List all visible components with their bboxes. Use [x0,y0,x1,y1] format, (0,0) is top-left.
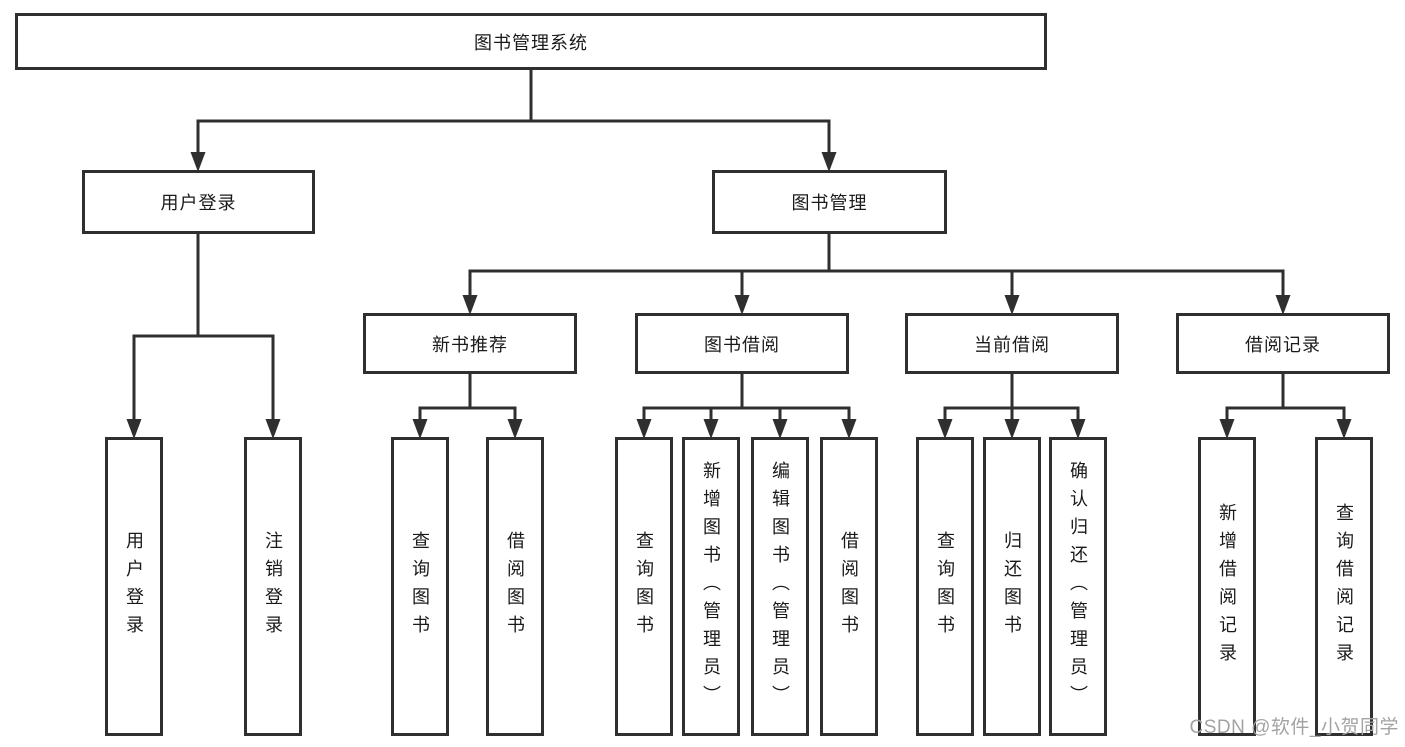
arrow-down-icon [636,419,652,439]
node-user-login-label: 用户登录 [124,530,144,643]
node-bb-borrow-book: 借阅图书 [820,437,878,736]
node-bb-query-book: 查询图书 [615,437,673,736]
arrow-down-icon [1004,295,1020,315]
node-user-login-branch-label: 用户登录 [160,193,237,213]
arrowheads-group [126,121,1352,439]
node-br-query-record-label: 查询借阅记录 [1334,502,1354,671]
node-nb-borrow-book: 借阅图书 [486,437,544,736]
node-bb-query-book-label: 查询图书 [634,530,654,643]
node-cb-return-book-label: 归还图书 [1002,530,1022,643]
node-nb-borrow-book-label: 借阅图书 [505,530,525,643]
node-user-login: 用户登录 [105,437,163,736]
node-bb-edit-book-label: 编辑图书（管理员） [770,460,790,713]
node-bb-add-book: 新增图书（管理员） [682,437,740,736]
node-new-book-rec: 新书推荐 [363,313,577,374]
arrow-down-icon [126,419,142,439]
node-br-add-record: 新增借阅记录 [1198,437,1256,736]
arrow-down-icon [1219,419,1235,439]
node-bb-add-book-label: 新增图书（管理员） [701,460,721,713]
arrow-down-icon [734,295,750,315]
node-cb-confirm-return: 确认归还（管理员） [1049,437,1107,736]
arrow-down-icon [937,419,953,439]
node-bb-edit-book: 编辑图书（管理员） [751,437,809,736]
node-root-label: 图书管理系统 [474,32,588,53]
node-book-borrow-label: 图书借阅 [704,334,780,355]
node-bb-borrow-book-label: 借阅图书 [839,530,859,643]
arrow-down-icon [190,152,206,172]
arrow-down-icon [821,152,837,172]
node-book-borrow: 图书借阅 [635,313,849,374]
arrow-down-icon [841,419,857,439]
node-borrow-record-label: 借阅记录 [1245,334,1321,355]
node-logout-label: 注销登录 [263,530,283,643]
node-book-mgmt-branch-label: 图书管理 [791,193,868,213]
node-br-query-record: 查询借阅记录 [1315,437,1373,736]
node-cb-return-book: 归还图书 [983,437,1041,736]
node-current-borrow-label: 当前借阅 [974,334,1050,355]
arrow-down-icon [412,419,428,439]
arrow-down-icon [1004,419,1020,439]
node-nb-query-book: 查询图书 [391,437,449,736]
arrow-down-icon [462,295,478,315]
node-user-login-branch: 用户登录 [82,170,315,234]
node-cb-confirm-return-label: 确认归还（管理员） [1068,460,1088,713]
watermark: CSDN @软件_小贺同学 [1189,717,1399,738]
node-logout: 注销登录 [244,437,302,736]
arrow-down-icon [1275,295,1291,315]
arrow-down-icon [265,419,281,439]
node-br-add-record-label: 新增借阅记录 [1217,502,1237,671]
arrow-down-icon [772,419,788,439]
node-nb-query-book-label: 查询图书 [410,530,430,643]
arrow-down-icon [703,419,719,439]
node-borrow-record: 借阅记录 [1176,313,1390,374]
arrow-down-icon [1070,419,1086,439]
node-current-borrow: 当前借阅 [905,313,1119,374]
connector-line [132,68,1346,410]
node-book-mgmt-branch: 图书管理 [712,170,947,234]
arrow-down-icon [507,419,523,439]
node-cb-query-book-label: 查询图书 [935,530,955,643]
node-root: 图书管理系统 [15,13,1047,70]
node-cb-query-book: 查询图书 [916,437,974,736]
node-new-book-rec-label: 新书推荐 [432,334,508,355]
arrow-down-icon [1336,419,1352,439]
